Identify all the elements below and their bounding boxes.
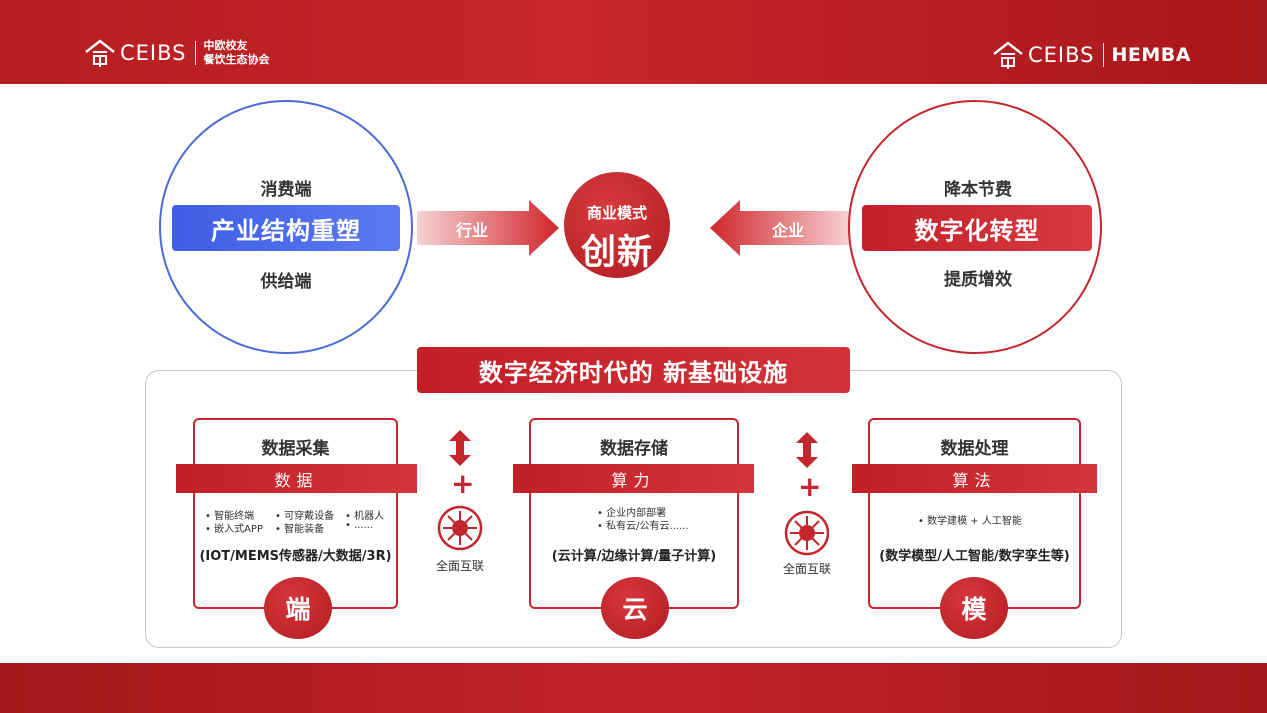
plus-sign: + <box>451 467 475 500</box>
bullet-item: • ...... <box>345 520 374 531</box>
logo-hemba-text: HEMBA <box>1111 44 1191 66</box>
card-band-algorithm: 算法 <box>852 464 1097 493</box>
card-title: 数据采集 <box>261 439 330 459</box>
card-footnote: (IOT/MEMS传感器/大数据/3R) <box>199 549 392 564</box>
bullet-item: • 嵌入式APP <box>205 524 263 535</box>
innovation-label: 创新 <box>580 233 653 273</box>
logo-subtitle-line1: 中欧校友 <box>203 39 248 52</box>
efficiency-label: 提质增效 <box>944 270 1012 290</box>
digital-transformation-pill: 数字化转型 <box>862 205 1092 251</box>
cost-saving-label: 降本节费 <box>944 180 1012 200</box>
industry-restructure-pill: 产业结构重塑 <box>172 205 400 251</box>
consumer-side-label: 消费端 <box>260 180 312 200</box>
bullet-item: • 可穿戴设备 <box>275 511 335 522</box>
globe-network-icon <box>437 505 483 551</box>
card-title: 数据处理 <box>940 439 1009 459</box>
logo-brand-text: CEIBS <box>120 41 187 65</box>
logo-brand-text: CEIBS <box>1028 43 1095 67</box>
business-model-label: 商业模式 <box>586 204 647 222</box>
header-band <box>0 0 1267 84</box>
logo-subtitle-line2: 餐饮生态协会 <box>203 53 270 66</box>
full-interconnect-label: 全面互联 <box>435 559 484 573</box>
card-band-computing: 算力 <box>513 464 754 493</box>
logo-divider <box>1102 43 1104 67</box>
ceibs-alumni-logo: CEIBS 中欧校友 餐饮生态协会 <box>84 37 270 69</box>
card-footnote: (数学模型/人工智能/数字孪生等) <box>879 549 1070 564</box>
ceibs-hemba-logo: CEIBS HEMBA <box>992 39 1191 71</box>
left-arrow-icon <box>710 200 852 256</box>
double-arrow-icon <box>796 432 818 468</box>
right-arrow-icon <box>417 200 559 256</box>
bullet-item: • 智能终端 <box>205 511 255 522</box>
infrastructure-title: 数字经济时代的 新基础设施 <box>417 347 850 393</box>
full-interconnect-label: 全面互联 <box>782 562 831 576</box>
supply-side-label: 供给端 <box>260 272 312 292</box>
card-band-data: 数据 <box>176 464 417 493</box>
logo-divider <box>194 41 196 65</box>
globe-network-icon <box>784 510 830 556</box>
business-model-innovation-circle: 商业模式 创新 <box>564 172 670 278</box>
terminal-badge: 端 <box>264 577 332 639</box>
ceibs-logo-icon <box>85 39 115 67</box>
logo-subtitle: 中欧校友 餐饮生态协会 <box>204 39 270 67</box>
cloud-badge: 云 <box>601 577 669 639</box>
industry-arrow-label: 行业 <box>456 221 489 240</box>
bullet-item: • 私有云/公有云...... <box>597 521 689 532</box>
bullet-item: • 机器人 <box>345 511 385 522</box>
ceibs-logo-icon <box>993 41 1023 69</box>
plus-sign: + <box>798 470 822 503</box>
footer-band <box>0 663 1267 713</box>
card-title: 数据存储 <box>600 439 668 459</box>
double-arrow-icon <box>449 430 471 466</box>
enterprise-arrow-label: 企业 <box>772 221 805 240</box>
bullet-item: • 智能装备 <box>275 524 325 535</box>
bullet-item: • 企业内部部署 <box>597 508 667 519</box>
bullet-item: • 数学建模 + 人工智能 <box>918 516 1022 527</box>
model-badge: 模 <box>940 577 1008 639</box>
card-footnote: (云计算/边缘计算/量子计算) <box>551 549 717 564</box>
